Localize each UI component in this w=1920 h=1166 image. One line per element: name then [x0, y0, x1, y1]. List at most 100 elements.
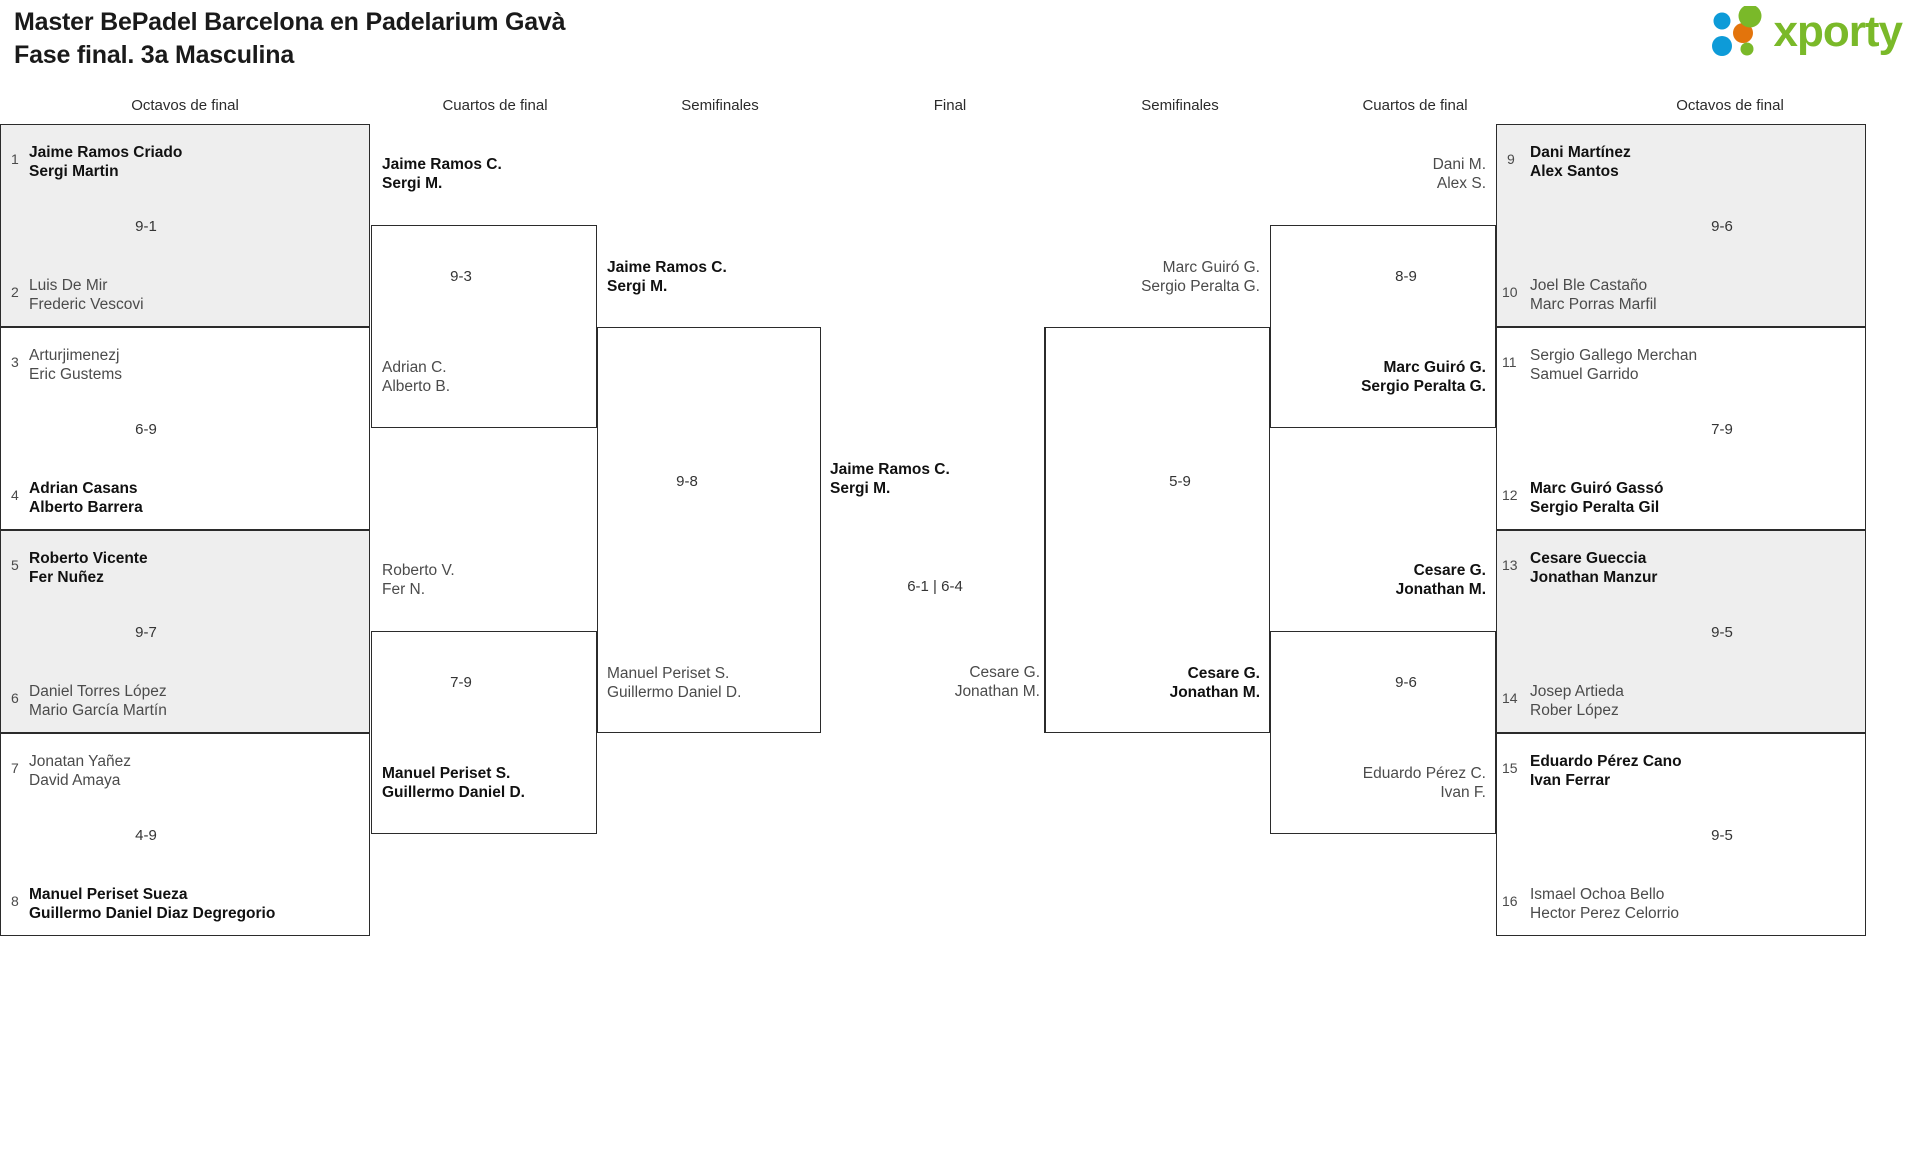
player-name: Cesare G. [1187, 665, 1260, 682]
player-name: Sergio Peralta G. [1141, 278, 1260, 295]
player-name: Eduardo Pérez Cano [1530, 753, 1682, 770]
seed-number: 13 [1502, 557, 1518, 573]
player-name: Jonathan Manzur [1530, 569, 1658, 586]
round-header-right-semis: Semifinales [1141, 97, 1219, 114]
seed-number: 14 [1502, 690, 1518, 706]
seed-number: 1 [11, 151, 19, 167]
seed-number: 3 [11, 354, 19, 370]
player-name: Fer N. [382, 581, 426, 598]
round-header-left-octavos: Octavos de final [131, 97, 239, 114]
player-name: Sergio Peralta Gil [1530, 499, 1660, 516]
player-name: Arturjimenezj [29, 347, 120, 364]
match-box-right-semis-1[interactable] [1045, 327, 1270, 733]
seed-number: 16 [1502, 893, 1518, 909]
player-name: Dani M. [1432, 156, 1486, 173]
player-name: Jaime Ramos Criado [29, 144, 183, 161]
player-name: Hector Perez Celorrio [1530, 905, 1680, 922]
player-name: Guillermo Daniel D. [607, 684, 742, 701]
xporty-wordmark: xporty [1773, 7, 1903, 56]
seed-number: 10 [1502, 284, 1518, 300]
match-box-right-cuartos-2[interactable] [1270, 631, 1496, 834]
player-name: Marc Guiró Gassó [1530, 480, 1664, 497]
xporty-logo: xporty [1710, 6, 1903, 58]
player-name: Luis De Mir [29, 277, 108, 294]
match-score: 8-9 [1395, 268, 1417, 285]
seed-number: 8 [11, 893, 19, 909]
player-name: Manuel Periset S. [382, 765, 511, 782]
seed-number: 12 [1502, 487, 1518, 503]
xporty-dots-icon [1711, 6, 1762, 56]
match-score: 9-5 [1711, 624, 1733, 641]
player-name-final-bottom: Jonathan M. [954, 683, 1040, 700]
player-name: Samuel Garrido [1530, 366, 1639, 383]
player-name: Cesare Gueccia [1530, 550, 1647, 567]
player-name: Manuel Periset Sueza [29, 886, 188, 903]
match-score: 9-6 [1395, 674, 1417, 691]
match-score: 7-9 [1711, 421, 1733, 438]
match-box-left-octavos-2[interactable]: 3 Arturjimenezj Eric Gustems 6-9 4 Adria… [0, 327, 370, 530]
tournament-name: Master BePadel Barcelona en Padelarium G… [14, 8, 566, 36]
player-name: Guillermo Daniel Diaz Degregorio [29, 905, 276, 922]
player-name: Eric Gustems [29, 366, 123, 383]
match-box-left-octavos-1[interactable]: 1 Jaime Ramos Criado Sergi Martin 9-1 2 … [0, 124, 370, 327]
player-name: Jonathan M. [1395, 581, 1486, 598]
seed-number: 15 [1502, 760, 1518, 776]
player-name: Roberto V. [382, 562, 455, 579]
player-name: Jaime Ramos C. [382, 156, 502, 173]
player-name: Ivan Ferrar [1530, 772, 1611, 789]
round-header-left-semis: Semifinales [681, 97, 759, 114]
player-name-final-top: Jaime Ramos C. [830, 461, 950, 478]
match-box-left-semis-1[interactable] [597, 327, 821, 733]
player-name: Marc Guiró G. [1383, 359, 1487, 376]
match-box-left-cuartos-1[interactable] [371, 225, 597, 428]
final-score: 6-1 | 6-4 [907, 578, 963, 595]
match-score: 9-6 [1711, 218, 1733, 235]
player-name-final-bottom: Cesare G. [969, 664, 1040, 681]
player-name: Josep Artieda [1530, 683, 1624, 700]
player-name: Cesare G. [1413, 562, 1486, 579]
match-box-right-octavos-4[interactable]: 15 Eduardo Pérez Cano Ivan Ferrar 9-5 16… [1496, 733, 1866, 936]
player-name: Alberto Barrera [29, 499, 143, 516]
player-name: Adrian Casans [29, 480, 138, 497]
match-box-left-octavos-3[interactable]: 5 Roberto Vicente Fer Nuñez 9-7 6 Daniel… [0, 530, 370, 733]
player-name: David Amaya [29, 772, 121, 789]
match-score: 6-9 [135, 421, 157, 438]
player-name: Frederic Vescovi [29, 296, 144, 313]
match-score: 9-5 [1711, 827, 1733, 844]
player-name: Eduardo Pérez C. [1362, 765, 1486, 782]
player-name: Sergi M. [382, 175, 443, 192]
seed-number: 6 [11, 690, 19, 706]
player-name: Jonatan Yañez [29, 753, 131, 770]
player-name: Manuel Periset S. [607, 665, 730, 682]
round-header-right-octavos: Octavos de final [1676, 97, 1784, 114]
player-name: Sergi Martin [29, 163, 119, 180]
match-score: 4-9 [135, 827, 157, 844]
player-name: Joel Ble Castaño [1530, 277, 1648, 294]
player-name: Ismael Ochoa Bello [1530, 886, 1665, 903]
seed-number: 4 [11, 487, 19, 503]
match-box-right-cuartos-1[interactable] [1270, 225, 1496, 428]
player-name: Jaime Ramos C. [607, 259, 727, 276]
match-box-right-octavos-3[interactable]: 13 Cesare Gueccia Jonathan Manzur 9-5 14… [1496, 530, 1866, 733]
player-name: Mario García Martín [29, 702, 167, 719]
match-score: 9-8 [676, 473, 698, 490]
match-box-right-octavos-1[interactable]: 9 Dani Martínez Alex Santos 9-6 10 Joel … [1496, 124, 1866, 327]
match-score: 9-7 [135, 624, 157, 641]
player-name: Adrian C. [382, 359, 447, 376]
match-score: 9-1 [135, 218, 157, 235]
tournament-phase: Fase final. 3a Masculina [14, 41, 295, 69]
player-name: Dani Martínez [1530, 144, 1631, 161]
match-box-right-octavos-2[interactable]: 11 Sergio Gallego Merchan Samuel Garrido… [1496, 327, 1866, 530]
player-name: Guillermo Daniel D. [382, 784, 525, 801]
final-divider [1044, 327, 1046, 733]
player-name: Daniel Torres López [29, 683, 167, 700]
player-name: Rober López [1530, 702, 1619, 719]
seed-number: 7 [11, 760, 19, 776]
player-name: Alex S. [1436, 175, 1486, 192]
player-name: Sergi M. [607, 278, 668, 295]
match-box-left-cuartos-2[interactable] [371, 631, 597, 834]
match-box-left-octavos-4[interactable]: 7 Jonatan Yañez David Amaya 4-9 8 Manuel… [0, 733, 370, 936]
round-header-right-cuartos: Cuartos de final [1362, 97, 1468, 114]
seed-number: 11 [1502, 354, 1517, 370]
